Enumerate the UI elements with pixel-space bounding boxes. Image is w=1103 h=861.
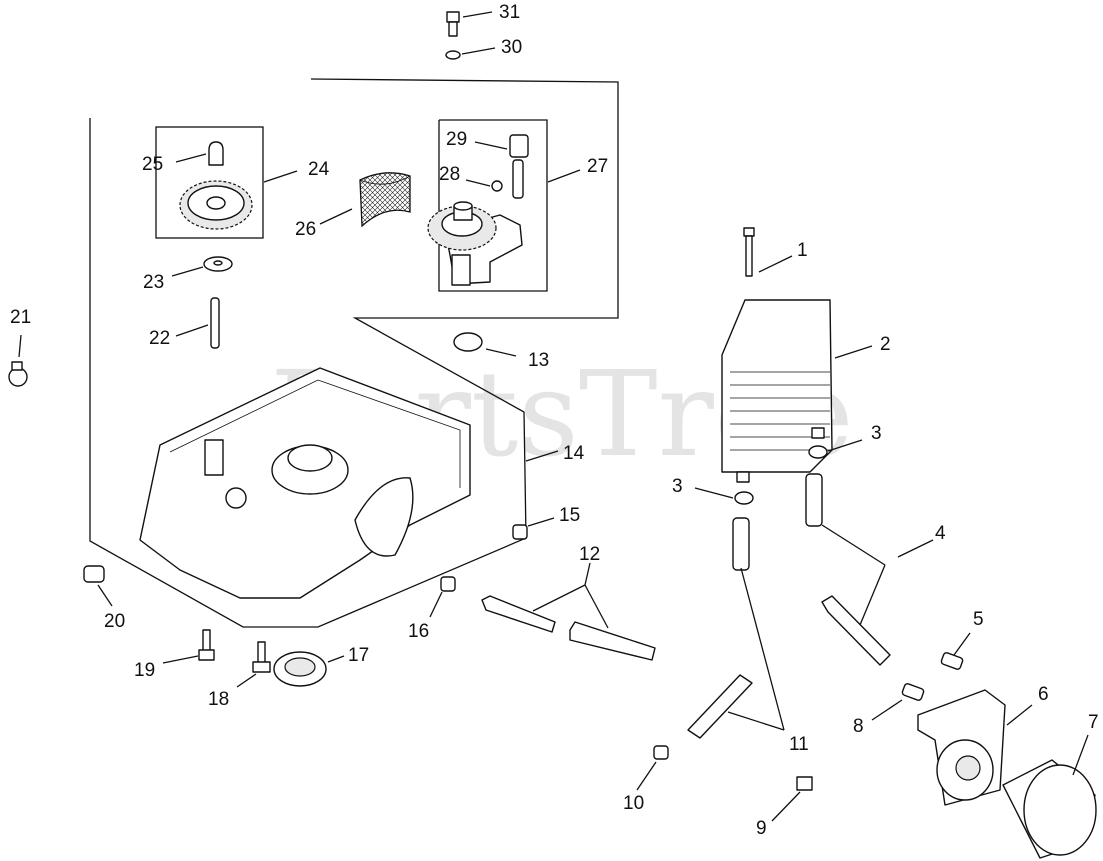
part-3-clamp-a — [808, 445, 828, 459]
part-23-washer — [203, 256, 233, 272]
callout-21: 21 — [10, 307, 31, 328]
callout-27: 27 — [587, 156, 608, 177]
callout-11: 11 — [789, 734, 809, 755]
callout-10: 10 — [623, 793, 644, 814]
part-3-clamp-b — [734, 491, 754, 505]
callout-23: 23 — [143, 272, 164, 293]
part-11-fitting — [687, 674, 753, 739]
part-6-filter-adapter — [917, 689, 1006, 806]
callout-6: 6 — [1038, 684, 1049, 705]
part-26-screen — [359, 172, 411, 228]
hose-right — [805, 473, 823, 527]
callout-28: 28 — [439, 164, 460, 185]
callout-1: 1 — [797, 240, 808, 261]
part-18-bolt — [252, 641, 271, 673]
callout-15: 15 — [559, 505, 580, 526]
callout-4: 4 — [935, 523, 946, 544]
callout-12: 12 — [579, 544, 600, 565]
callout-17: 17 — [348, 645, 369, 666]
callout-8: 8 — [853, 716, 864, 737]
part-19-bolt — [198, 629, 215, 661]
part-15-plug — [512, 524, 528, 540]
callout-18: 18 — [208, 689, 229, 710]
callout-3-upper: 3 — [871, 423, 882, 444]
callout-29: 29 — [446, 129, 467, 150]
part-27-oil-pump — [427, 201, 523, 286]
part-31-bolt — [446, 11, 460, 37]
part-20-plug — [83, 565, 105, 583]
callout-20: 20 — [104, 611, 125, 632]
part-25-pin — [208, 141, 224, 166]
callout-2: 2 — [880, 334, 891, 355]
callout-25: 25 — [142, 154, 163, 175]
callout-16: 16 — [408, 621, 429, 642]
gear-subgroup-box — [155, 126, 264, 239]
part-2-oil-cooler — [721, 299, 833, 483]
part-1-bolt — [743, 227, 755, 277]
callout-13: 13 — [528, 350, 549, 371]
part-5-fitting — [940, 652, 964, 670]
part-8-fitting — [901, 683, 925, 701]
callout-22: 22 — [149, 328, 170, 349]
callout-30: 30 — [501, 37, 522, 58]
callout-24: 24 — [308, 159, 330, 180]
callout-26: 26 — [295, 219, 316, 240]
part-24-gear — [179, 180, 253, 230]
part-21-sensor — [8, 361, 28, 387]
callout-9: 9 — [756, 818, 767, 839]
hose-left — [732, 517, 750, 571]
part-22-shaft — [210, 297, 220, 349]
part-14-oil-pan — [139, 367, 471, 599]
leader-lines — [18, 11, 1089, 822]
part-9-clip — [796, 776, 813, 791]
part-7-oil-filter — [1002, 759, 1097, 859]
callout-5: 5 — [973, 609, 984, 630]
part-12-fittings — [481, 595, 656, 661]
callout-3-lower: 3 — [672, 476, 683, 497]
callout-31: 31 — [499, 2, 520, 23]
group-outline-oil-pump — [89, 78, 619, 628]
callout-14: 14 — [563, 443, 585, 464]
part-16-plug — [440, 576, 456, 592]
callout-labels: 31 30 25 24 23 22 26 27 28 29 21 13 14 1… — [10, 2, 1099, 839]
part-10-plug — [653, 745, 669, 760]
part-13-o-ring — [453, 332, 483, 352]
callout-19: 19 — [134, 660, 155, 681]
part-17-oil-seal — [273, 651, 327, 687]
part-30-washer — [445, 50, 461, 60]
part-4-fitting — [821, 595, 891, 666]
callout-7: 7 — [1088, 712, 1099, 733]
part-29-pickup — [509, 134, 529, 199]
part-28-o-ring — [491, 180, 503, 192]
